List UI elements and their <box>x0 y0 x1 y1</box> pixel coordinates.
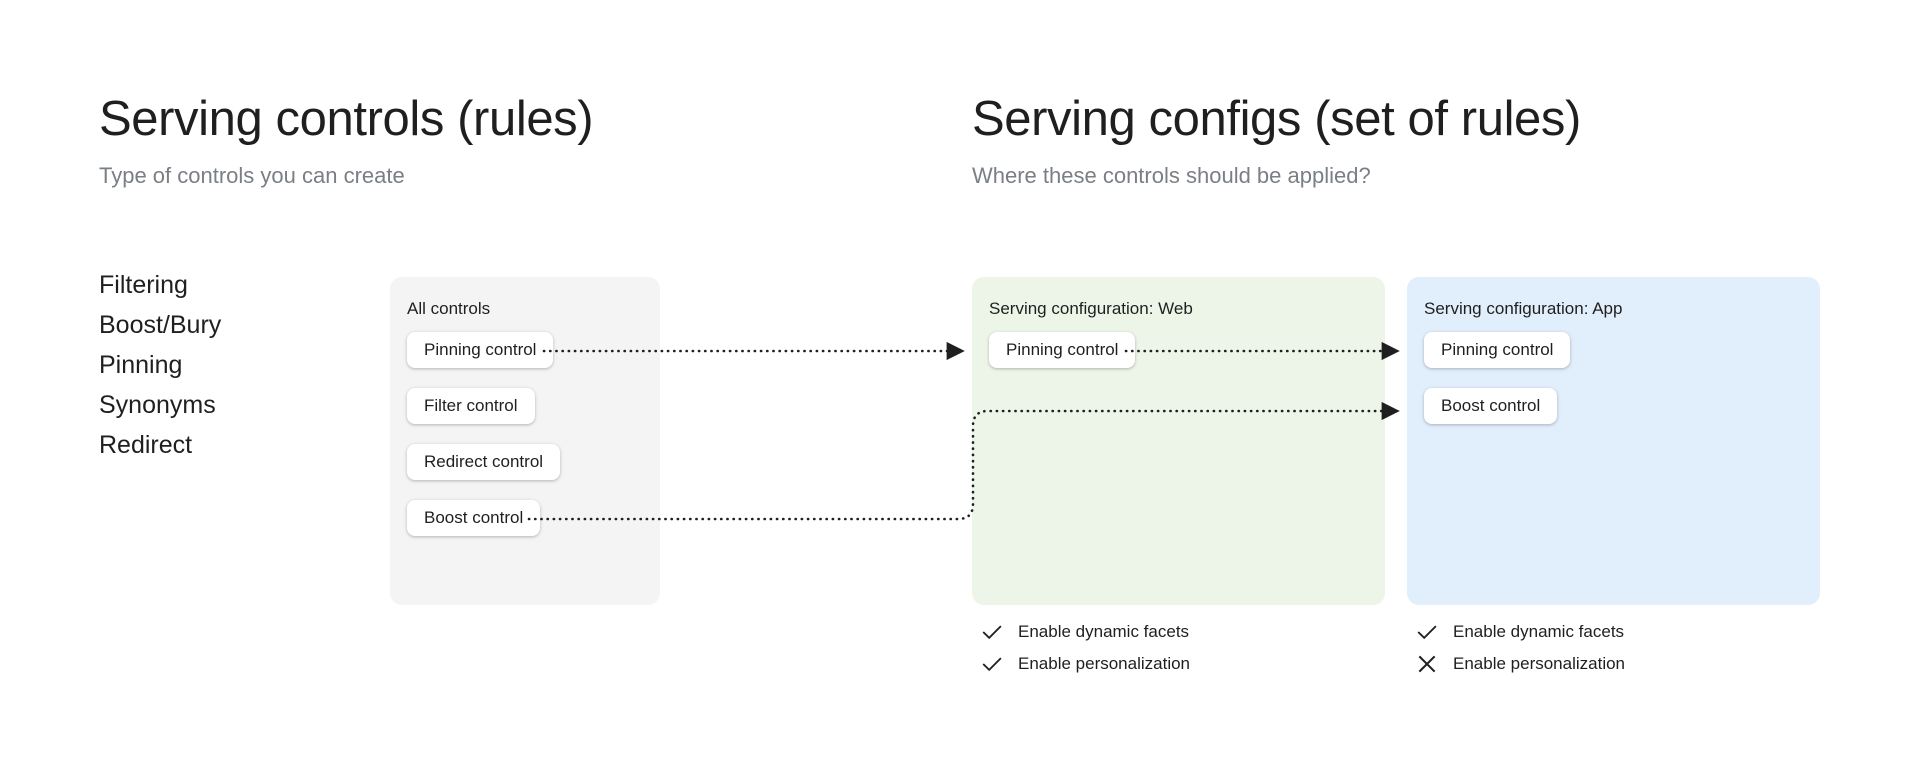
chip-label: Boost control <box>1441 396 1541 415</box>
chip-pinning-control[interactable]: Pinning control <box>1424 332 1571 368</box>
control-type-item: Synonyms <box>99 391 216 419</box>
chip-pinning-control[interactable]: Pinning control <box>989 332 1136 368</box>
left-column-subtitle: Type of controls you can create <box>99 163 405 188</box>
control-type-item: Pinning <box>99 351 183 379</box>
panel-serving-configuration-web-title: Serving configuration: Web <box>989 299 1193 318</box>
option-row-enable-personalization[interactable]: Enable personalization <box>979 648 1190 680</box>
serving-configuration-app-options: Enable dynamic facets Enable personaliza… <box>1414 616 1625 680</box>
option-label: Enable personalization <box>1018 654 1191 673</box>
control-type-item: Boost/Bury <box>99 311 222 339</box>
check-icon <box>982 625 1002 640</box>
chip-label: Pinning control <box>424 340 537 359</box>
panel-serving-configuration-web: Serving configuration: Web Pinning contr… <box>972 277 1385 605</box>
control-type-item: Filtering <box>99 271 188 299</box>
chip-filter-control[interactable]: Filter control <box>407 388 535 424</box>
close-icon <box>1418 655 1436 673</box>
chip-label: Pinning control <box>1006 340 1119 359</box>
control-type-item: Redirect <box>99 431 193 459</box>
left-column-title: Serving controls (rules) <box>99 92 594 146</box>
chip-boost-control[interactable]: Boost control <box>407 500 541 536</box>
panel-all-controls-title: All controls <box>407 299 491 318</box>
chip-boost-control[interactable]: Boost control <box>1424 388 1558 424</box>
option-label: Enable dynamic facets <box>1018 622 1190 641</box>
panel-serving-configuration-app-title: Serving configuration: App <box>1424 299 1623 318</box>
chip-redirect-control[interactable]: Redirect control <box>407 444 561 480</box>
chip-label: Filter control <box>424 396 518 415</box>
chip-label: Pinning control <box>1441 340 1554 359</box>
option-row-enable-dynamic-facets[interactable]: Enable dynamic facets <box>1414 616 1625 648</box>
panel-all-controls: All controls Pinning control Filter cont… <box>390 277 660 605</box>
option-label: Enable personalization <box>1453 654 1626 673</box>
left-column-heading: Serving controls (rules) Type of control… <box>99 92 594 188</box>
option-row-enable-dynamic-facets[interactable]: Enable dynamic facets <box>979 616 1190 648</box>
chip-label: Redirect control <box>424 452 544 471</box>
control-type-list: Filtering Boost/Bury Pinning Synonyms Re… <box>99 265 399 465</box>
chip-label: Boost control <box>424 508 524 527</box>
right-column-title: Serving configs (set of rules) <box>972 92 1581 146</box>
serving-configuration-web-options: Enable dynamic facets Enable personaliza… <box>979 616 1190 680</box>
panel-serving-configuration-app: Serving configuration: App Pinning contr… <box>1407 277 1820 605</box>
check-icon <box>1417 625 1437 640</box>
option-label: Enable dynamic facets <box>1453 622 1625 641</box>
right-column-subtitle: Where these controls should be applied? <box>972 163 1371 188</box>
chip-pinning-control[interactable]: Pinning control <box>407 332 554 368</box>
right-column-heading: Serving configs (set of rules) Where the… <box>972 95 1581 187</box>
check-icon <box>982 657 1002 672</box>
option-row-enable-personalization[interactable]: Enable personalization <box>1414 648 1625 680</box>
